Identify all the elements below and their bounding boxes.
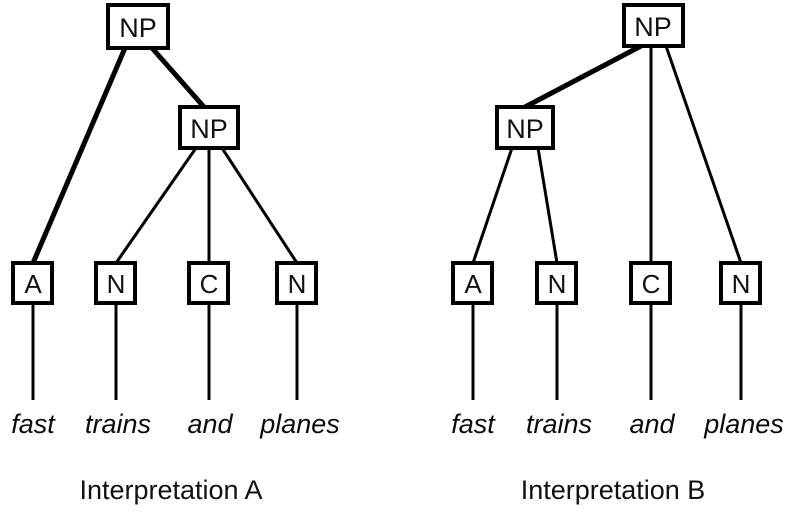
node-a-leaf-a[interactable]: A (11, 261, 54, 305)
node-a-np-root[interactable]: NP (106, 3, 170, 50)
node-box-a-leaf-c (187, 261, 230, 305)
node-box-a-leaf-n2 (275, 261, 318, 305)
node-box-b-leaf-a (451, 261, 494, 305)
node-label-a-leaf-n1: N (107, 269, 126, 299)
branch-b-npin-to-n1 (536, 147, 559, 264)
node-b-leaf-n2[interactable]: N (719, 261, 762, 305)
node-label-b-leaf-n2: N (732, 269, 751, 299)
node-box-a-leaf-a (11, 261, 54, 305)
node-box-b-leaf-n2 (719, 261, 762, 305)
word-a-word-and: and (187, 409, 233, 439)
node-b-leaf-c[interactable]: C (629, 261, 672, 305)
node-box-b-np-root (622, 3, 685, 48)
node-a-leaf-n2[interactable]: N (275, 261, 318, 305)
word-a-word-trains: trains (85, 409, 151, 439)
caption-interpretation-a: Interpretation A (79, 475, 262, 505)
node-b-np-inner[interactable]: NP (495, 105, 555, 150)
node-a-leaf-c[interactable]: C (187, 261, 230, 305)
node-a-leaf-n1[interactable]: N (94, 261, 137, 305)
node-box-b-leaf-c (629, 261, 672, 305)
node-label-a-leaf-a: A (24, 269, 42, 299)
word-b-word-and: and (629, 409, 675, 439)
word-b-word-planes: planes (703, 409, 784, 439)
branch-b-npin-to-a (471, 147, 514, 264)
node-box-a-np-root (106, 3, 170, 50)
node-b-leaf-n1[interactable]: N (535, 261, 578, 305)
node-label-b-np-inner: NP (506, 114, 544, 144)
branch-b-root-to-npin (523, 43, 643, 110)
node-label-a-leaf-c: C (200, 269, 219, 299)
word-b-word-fast: fast (451, 409, 496, 439)
node-box-a-leaf-n1 (94, 261, 137, 305)
node-box-a-np-inner (178, 105, 240, 150)
node-b-np-root[interactable]: NP (622, 3, 685, 48)
node-label-b-leaf-c: C (642, 269, 661, 299)
node-label-b-leaf-a: A (464, 269, 482, 299)
branch-a-root-to-npin (150, 46, 206, 109)
branch-b-root-to-n2 (664, 45, 743, 264)
word-a-word-planes: planes (259, 409, 340, 439)
node-label-a-np-inner: NP (190, 114, 228, 144)
branch-a-root-to-a (30, 47, 128, 264)
node-label-a-np-root: NP (119, 13, 157, 43)
node-box-b-np-inner (495, 105, 555, 150)
node-box-b-leaf-n1 (535, 261, 578, 305)
node-label-b-leaf-n1: N (548, 269, 567, 299)
branch-a-npin-to-n2 (220, 147, 299, 264)
node-b-leaf-a[interactable]: A (451, 261, 494, 305)
caption-interpretation-b: Interpretation B (521, 475, 706, 505)
node-a-np-inner[interactable]: NP (178, 105, 240, 150)
node-label-b-np-root: NP (634, 12, 672, 42)
word-a-word-fast: fast (11, 409, 56, 439)
node-label-a-leaf-n2: N (288, 269, 307, 299)
word-b-word-trains: trains (526, 409, 592, 439)
branch-a-npin-to-n1 (114, 147, 198, 264)
